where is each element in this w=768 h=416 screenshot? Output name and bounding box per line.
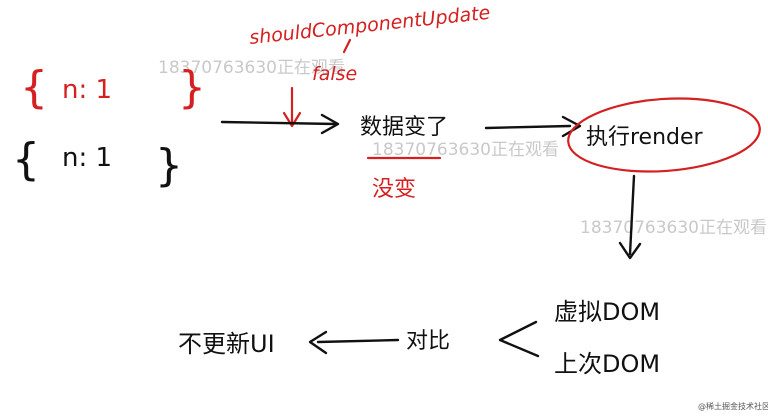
arrow-to-no-update-head: [308, 330, 328, 355]
arrow-to-no-update-shaft: [316, 338, 400, 344]
data-changed-node: 数据变了: [360, 115, 448, 140]
red-object-open-brace: {: [20, 62, 48, 113]
red-object-close-brace: }: [178, 62, 206, 113]
unchanged-node: 没变: [372, 177, 416, 202]
black-object-open-brace: {: [12, 134, 40, 185]
virtual-dom-node: 虚拟DOM: [554, 298, 660, 326]
red-object-content: n: 1: [62, 75, 112, 105]
corner-credit: @稀土掘金技术社区: [698, 401, 768, 411]
watermark-2: 18370763630正在观看: [372, 140, 559, 160]
red-down-arrow-head: [282, 111, 302, 128]
arrow-down-shaft: [628, 174, 636, 256]
arrow-to-render-head: [561, 115, 582, 138]
execute-render-node: 执行render: [586, 125, 704, 150]
arrow-to-data-changed-head: [320, 113, 340, 135]
render-highlight-circle: [567, 97, 761, 173]
black-object-close-brace: }: [155, 140, 183, 191]
arrow-to-data-changed-shaft: [220, 120, 338, 126]
black-object: { n: 1 }: [12, 134, 183, 191]
compare-chevron: [498, 320, 540, 358]
red-object: { n: 1 }: [20, 62, 206, 113]
last-dom-node: 上次DOM: [554, 350, 660, 378]
compare-node: 对比: [406, 329, 450, 354]
false-value-label: false: [312, 63, 357, 85]
no-update-ui-node: 不更新UI: [178, 330, 275, 358]
watermark-3: 18370763630正在观看: [580, 218, 767, 238]
arrow-down-head: [618, 241, 642, 260]
should-component-update-label: shouldComponentUpdate: [248, 2, 491, 49]
black-object-content: n: 1: [62, 143, 112, 173]
watermark-1: 18370763630正在观看: [158, 58, 345, 78]
tick-mark: [342, 38, 352, 54]
arrow-to-render-shaft: [484, 124, 572, 130]
